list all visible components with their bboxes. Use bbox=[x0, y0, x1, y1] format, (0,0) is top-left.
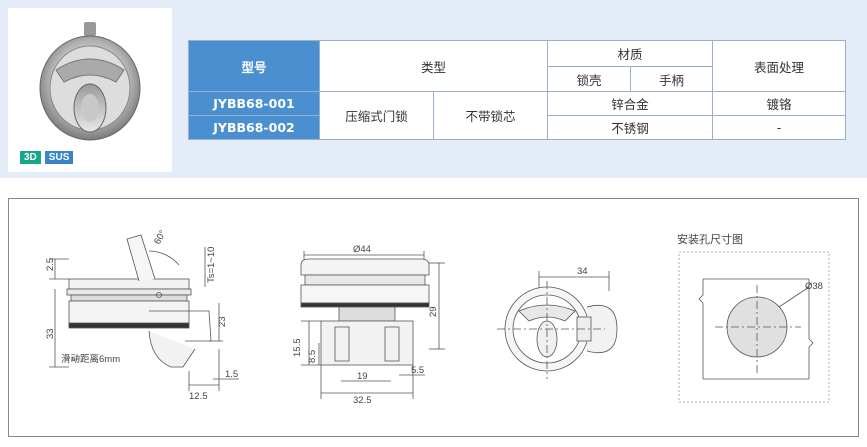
dim-side-angle: 60° bbox=[152, 228, 169, 246]
technical-drawing-panel: 2.5 60° Ts=1~10 33 23 1.5 12.5 滑动距离6mm Ø… bbox=[8, 198, 859, 437]
side-view bbox=[49, 234, 239, 391]
cell-material-002: 不锈钢 bbox=[547, 115, 713, 140]
cell-finish-001: 镀铬 bbox=[712, 91, 846, 116]
dim-front-8-5: 8.5 bbox=[307, 350, 318, 363]
dim-hole-diameter: Ø38 bbox=[805, 281, 823, 292]
header-type: 类型 bbox=[319, 40, 548, 92]
header-material: 材质 bbox=[547, 40, 713, 67]
dim-front-19: 19 bbox=[357, 371, 368, 382]
cell-type1: 压缩式门锁 bbox=[319, 91, 434, 140]
badge-sus: SUS bbox=[44, 151, 74, 164]
mounting-hole-title: 安装孔尺寸图 bbox=[677, 232, 743, 246]
row-model-002: JYBB68-002 bbox=[188, 115, 320, 140]
cell-type2: 不带锁芯 bbox=[433, 91, 548, 140]
badge-3d: 3D bbox=[20, 151, 41, 164]
dim-front-29: 29 bbox=[428, 306, 439, 317]
row-model-001: JYBB68-001 bbox=[188, 91, 320, 116]
dim-side-1-5: 1.5 bbox=[225, 369, 238, 380]
product-photo: 3D SUS bbox=[8, 8, 172, 172]
dim-side-33: 33 bbox=[45, 328, 56, 339]
dim-front-15-5: 15.5 bbox=[292, 339, 303, 358]
top-view bbox=[497, 271, 618, 379]
dim-side-2-5: 2.5 bbox=[45, 258, 56, 271]
cell-material-001: 锌合金 bbox=[547, 91, 713, 116]
dim-side-ts: Ts=1~10 bbox=[206, 247, 217, 283]
header-model: 型号 bbox=[188, 40, 320, 92]
dim-side-12-5: 12.5 bbox=[189, 391, 208, 402]
dim-front-diameter: Ø44 bbox=[353, 244, 371, 255]
mounting-hole-view bbox=[678, 251, 830, 403]
cell-finish-002: - bbox=[712, 115, 846, 140]
dim-top-34: 34 bbox=[577, 266, 588, 277]
technical-drawing: 2.5 60° Ts=1~10 33 23 1.5 12.5 滑动距离6mm Ø… bbox=[45, 228, 830, 406]
product-info-panel: 3D SUS 型号 类型 材质 表面处理 锁壳 手柄 JYBB68-001 压缩… bbox=[0, 0, 867, 178]
side-view-note: 滑动距离6mm bbox=[61, 353, 120, 365]
header-finish: 表面处理 bbox=[712, 40, 846, 92]
dim-front-32-5: 32.5 bbox=[353, 395, 372, 406]
dim-side-23: 23 bbox=[217, 316, 228, 327]
badge-group: 3D SUS bbox=[20, 151, 74, 164]
dim-front-5-5: 5.5 bbox=[411, 365, 424, 376]
header-material-shell: 锁壳 bbox=[547, 66, 631, 92]
spec-table: 型号 类型 材质 表面处理 锁壳 手柄 JYBB68-001 压缩式门锁 不带锁… bbox=[188, 40, 846, 140]
header-material-handle: 手柄 bbox=[630, 66, 713, 92]
lock-photo-image bbox=[39, 22, 141, 141]
front-view bbox=[300, 251, 445, 399]
